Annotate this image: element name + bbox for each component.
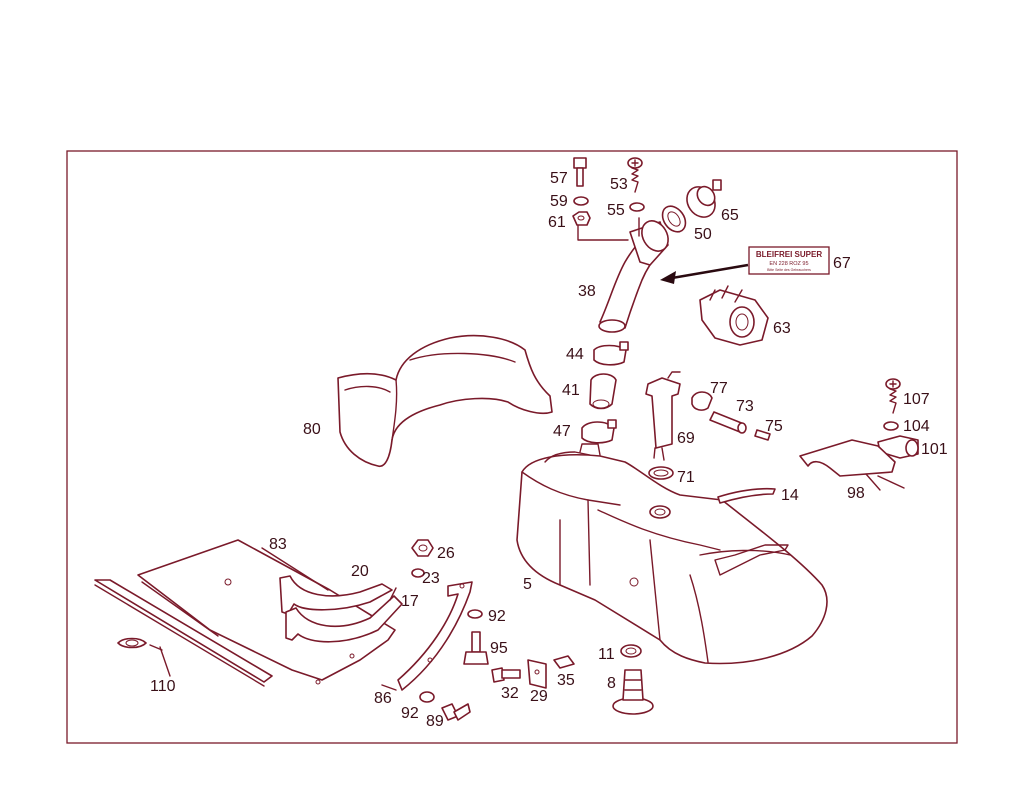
washer-23 [411,568,425,578]
bolt-32 [491,667,521,683]
label-80: 80 [303,421,321,438]
bolt-57 [573,157,587,187]
decal-arrow [671,263,749,280]
label-75: 75 [765,418,783,435]
bolt-89 [441,703,471,721]
shield-panel-83 [137,539,396,685]
clip-110 [117,637,147,649]
decal-line3: Bitte Seite des Gebrauchers [767,268,811,272]
holder-101 [877,435,919,459]
label-17: 17 [401,593,419,610]
diagram-frame [66,150,958,744]
fuel-tank [516,443,828,665]
screw-107 [885,378,901,414]
label-11: 11 [598,646,615,663]
label-92b: 92 [401,705,419,722]
washer-55 [629,202,645,212]
label-101: 101 [921,441,948,458]
decal-line1: BLEIFREI SUPER [756,250,822,259]
label-5: 5 [523,576,532,593]
seal-71 [648,466,674,480]
label-95: 95 [490,640,508,657]
label-44: 44 [566,346,584,363]
label-89: 89 [426,713,444,730]
hose-41 [589,373,617,410]
nut-26 [411,539,434,557]
pad-35 [553,655,575,669]
label-104: 104 [903,418,930,435]
bracket-29 [527,659,547,689]
clamp-44 [593,341,629,366]
label-20: 20 [351,563,369,580]
label-47: 47 [553,423,571,440]
leader-lines [149,547,397,691]
bracket-98 [799,439,905,491]
label-29: 29 [530,688,548,705]
rail-110 [94,579,273,687]
label-77: 77 [710,380,728,397]
filler-cap-65 [686,179,722,218]
strip-14 [717,487,776,504]
label-8: 8 [607,675,616,692]
label-59: 59 [550,193,568,210]
label-63: 63 [773,320,791,337]
label-50: 50 [694,226,712,243]
washer-92b [419,691,435,703]
label-14: 14 [781,487,799,504]
label-53: 53 [610,176,628,193]
fuel-sender-69 [645,371,681,461]
washer-92a [467,609,483,619]
label-69: 69 [677,430,695,447]
label-92a: 92 [488,608,506,625]
label-110: 110 [150,678,176,695]
label-83: 83 [269,536,287,553]
label-35: 35 [557,672,575,689]
heat-shield-80 [337,334,553,467]
bolt-95 [463,631,489,665]
part-labels: 57 53 59 55 61 65 50 67 38 63 44 41 47 7… [150,170,948,730]
decal-line2: EN 228 ROZ 95 [769,261,808,267]
tube-73 [709,411,747,434]
label-71: 71 [677,469,695,486]
label-65: 65 [721,207,739,224]
fuel-decal-67: BLEIFREI SUPER EN 228 ROZ 95 Bitte Seite… [748,246,830,275]
clamp-47 [581,419,617,444]
strap-20 [279,575,393,615]
filler-neck [598,220,669,333]
washer-104 [883,421,899,431]
label-61: 61 [548,214,566,231]
screw-53 [627,157,643,193]
label-32: 32 [501,685,519,702]
clip-77 [691,391,713,411]
label-73: 73 [736,398,754,415]
label-67: 67 [833,255,851,272]
label-57: 57 [550,170,568,187]
label-98: 98 [847,485,865,502]
label-41: 41 [562,382,580,399]
strap-17 [285,587,403,643]
label-107: 107 [903,391,930,408]
strap-86 [397,581,473,691]
ring-11 [620,644,642,658]
label-26: 26 [437,545,455,562]
drain-plug-8 [612,669,654,715]
washer-59 [573,196,589,206]
flap-housing-63 [699,285,769,346]
label-86: 86 [374,690,392,707]
pin-75 [754,429,771,441]
label-55: 55 [607,202,625,219]
seal-ring-50 [661,205,687,233]
label-23: 23 [422,570,440,587]
label-38: 38 [578,283,596,300]
nut-61 [572,211,591,226]
